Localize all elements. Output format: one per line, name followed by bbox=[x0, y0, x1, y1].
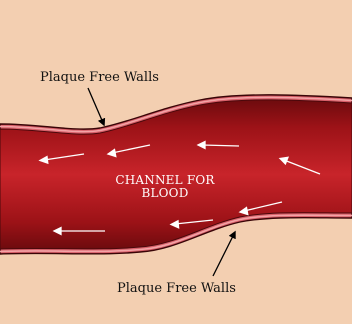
bottom-wall-label: Plaque Free Walls bbox=[117, 281, 236, 296]
top-wall-label: Plaque Free Walls bbox=[40, 70, 159, 85]
channel-label-line2: BLOOD bbox=[141, 186, 188, 200]
channel-label-line1: CHANNEL FOR bbox=[115, 173, 215, 187]
